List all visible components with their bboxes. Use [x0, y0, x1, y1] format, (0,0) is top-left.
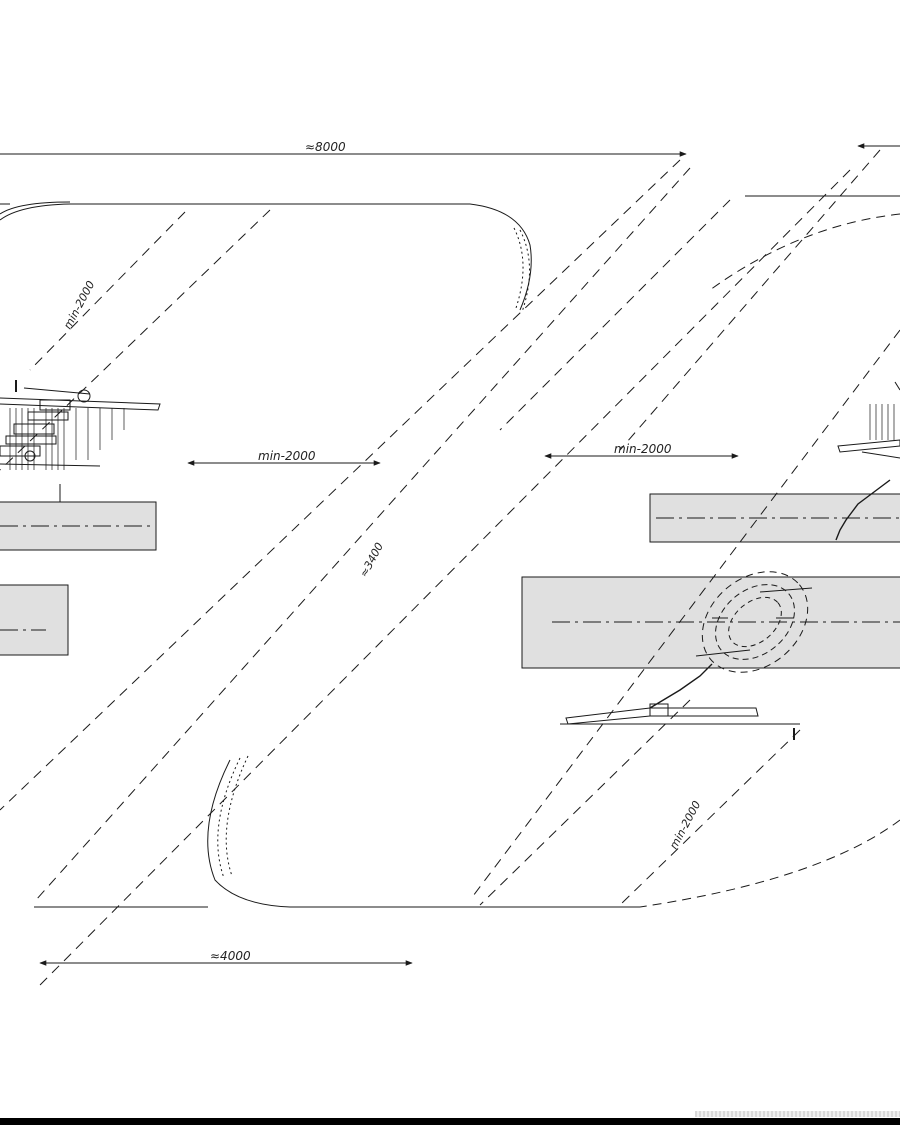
dimension-lines	[0, 143, 900, 966]
dimension-labels: ≈8000 ≈4000 min-2000 min-2000 min-2000 m…	[61, 140, 703, 963]
right-machine-bottom	[560, 571, 813, 740]
left-machine	[0, 380, 161, 502]
dim-label-left-gap: min-2000	[258, 449, 316, 463]
dim-label-diagonal-left: min-2000	[61, 279, 97, 332]
dim-label-bottom-overall: ≈4000	[210, 949, 251, 963]
lower-outline	[34, 755, 640, 908]
right-outline	[639, 213, 900, 908]
diagonal-guides	[0, 149, 900, 986]
right-machine-top	[835, 381, 900, 541]
shaded-zones	[0, 493, 900, 669]
dim-label-top-overall: ≈8000	[305, 140, 346, 154]
center-lines	[0, 517, 900, 631]
left-outline	[0, 201, 532, 313]
dim-label-right-gap: min-2000	[614, 442, 672, 456]
zone-left-lower	[0, 584, 69, 656]
dim-label-center-diagonal: ≈3400	[357, 540, 386, 579]
bottom-border-bar	[0, 1118, 900, 1125]
bottom-scan-strip	[695, 1111, 900, 1117]
dim-label-diagonal-right: min-2000	[667, 799, 703, 852]
